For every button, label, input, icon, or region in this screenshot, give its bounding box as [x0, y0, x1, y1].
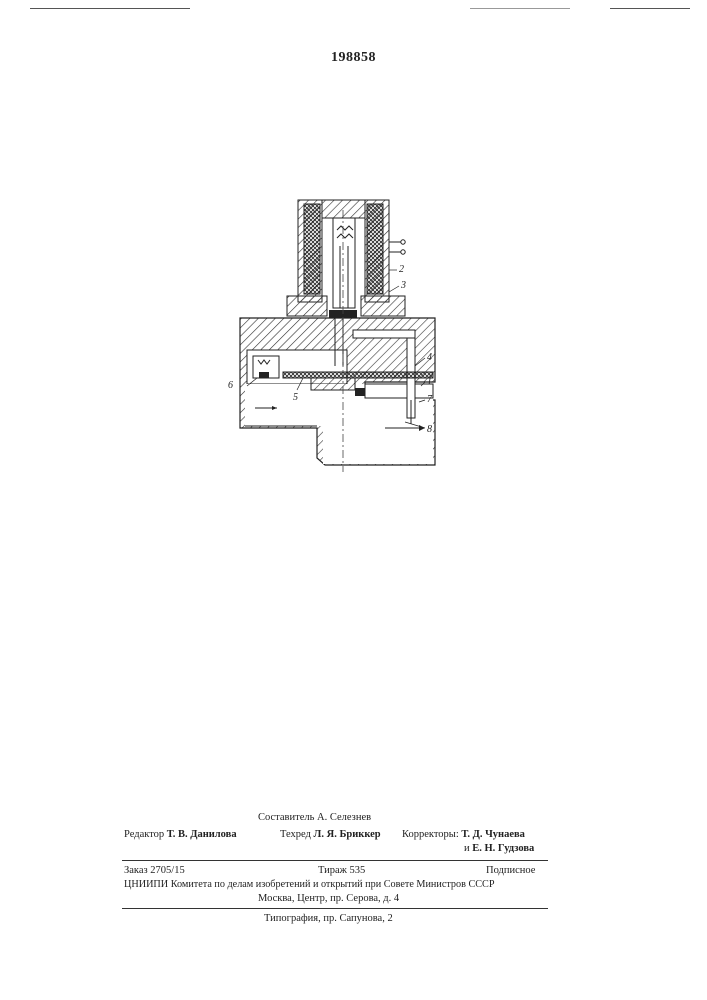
label-3: 3 [400, 280, 406, 291]
patent-number: 198858 [0, 50, 707, 66]
techred-prefix: Техред [280, 829, 311, 840]
order-number: Заказ 2705/15 [124, 865, 185, 876]
label-5: 5 [293, 392, 298, 403]
divider-upper [122, 860, 548, 861]
flange-left [287, 296, 327, 316]
circulation: Тираж 535 [318, 865, 365, 876]
corrector-2-line: и Е. Н. Гудзова [464, 843, 534, 854]
editor-line: Редактор Т. В. Данилова [124, 829, 237, 840]
label-8: 8 [427, 424, 432, 435]
label-6: 6 [228, 380, 233, 391]
label-1: 1 [427, 376, 432, 387]
printer-line: Типография, пр. Сапунова, 2 [264, 913, 393, 924]
top-border-line-left [30, 8, 190, 9]
subscription-note: Подписное [486, 865, 535, 876]
armature [333, 218, 355, 308]
label-2: 2 [399, 264, 404, 275]
divider-lower [122, 908, 548, 909]
institute-line: ЦНИИПИ Комитета по делам изобретений и о… [124, 879, 550, 890]
corrector-2: Е. Н. Гудзова [472, 843, 534, 854]
top-border-line-right [610, 8, 690, 9]
correctors-line: Корректоры: Т. Д. Чунаева [402, 829, 525, 840]
top-border-line-mid [470, 8, 570, 9]
correctors-prefix: Корректоры: [402, 829, 459, 840]
techred-line: Техред Л. Я. Бриккер [280, 829, 381, 840]
address-line: Москва, Центр, пр. Серова, д. 4 [258, 893, 399, 904]
corrector-1: Т. Д. Чунаева [461, 829, 525, 840]
techred-name: Л. Я. Бриккер [314, 829, 381, 840]
compiler-line: Составитель А. Селезнев [258, 812, 371, 823]
valve-cross-section-drawing: 2 3 4 1 7 8 6 5 [225, 190, 455, 480]
flange-right [361, 296, 405, 316]
label-4: 4 [427, 352, 432, 363]
editor-name: Т. В. Данилова [167, 829, 237, 840]
editor-prefix: Редактор [124, 829, 164, 840]
corrector-2-prefix: и [464, 843, 470, 854]
electrical-terminals [389, 240, 405, 254]
